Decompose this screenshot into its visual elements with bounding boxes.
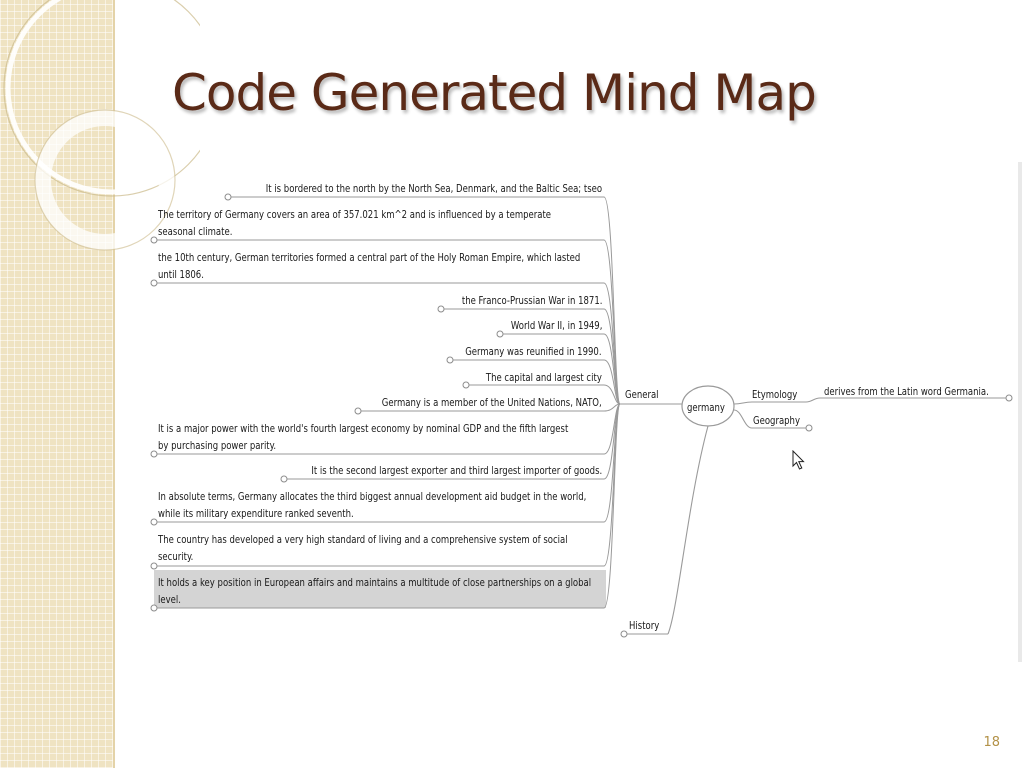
history-branch[interactable]: History	[629, 619, 660, 632]
decorative-rings	[3, 0, 200, 251]
note-handle-5	[496, 330, 504, 338]
general-note-8[interactable]: Germany is a member of the United Nation…	[382, 396, 602, 409]
etymology-branch-curve	[733, 401, 753, 405]
general-note-13[interactable]: It holds a key position in European affa…	[158, 576, 592, 606]
history-handle	[620, 630, 628, 638]
general-note-3[interactable]: the 10th century, German territories for…	[158, 251, 581, 281]
note-handle-7	[462, 381, 470, 389]
selected-node-highlight	[154, 570, 606, 608]
note-handle-3	[150, 279, 158, 287]
note-handle-11	[150, 518, 158, 526]
note-connector-6	[603, 359, 621, 405]
etymology-note-handle	[1005, 394, 1013, 402]
general-note-12[interactable]: The country has developed a very high st…	[158, 533, 568, 563]
geography-branch-curve	[733, 409, 753, 429]
slide-title: Code Generated Mind Map	[172, 64, 817, 122]
general-note-10[interactable]: It is the second largest exporter and th…	[311, 464, 602, 477]
etymology-note[interactable]: derives from the Latin word Germania.	[824, 385, 989, 398]
note-connector-13	[603, 403, 621, 609]
general-note-1[interactable]: It is bordered to the north by the North…	[265, 182, 602, 195]
mind-map: It is bordered to the north by the North…	[148, 170, 1024, 640]
note-handle-4	[437, 305, 445, 313]
general-note-6[interactable]: Germany was reunified in 1990.	[465, 345, 602, 358]
general-note-7[interactable]: The capital and largest city	[486, 371, 602, 384]
page-number: 18	[983, 735, 1000, 750]
center-node[interactable]: germany	[687, 401, 725, 414]
note-connector-7	[603, 384, 621, 405]
note-handle-13	[150, 604, 158, 612]
note-handle-6	[446, 356, 454, 364]
general-note-9[interactable]: It is a major power with the world's fou…	[158, 422, 569, 452]
general-note-2[interactable]: The territory of Germany covers an area …	[158, 208, 552, 238]
general-branch[interactable]: General	[625, 388, 659, 401]
decorative-band	[0, 0, 114, 768]
note-handle-2	[150, 236, 158, 244]
history-branch-curve	[667, 425, 709, 635]
general-note-4[interactable]: the Franco-Prussian War in 1871.	[461, 294, 602, 307]
geography-branch[interactable]: Geography	[753, 414, 800, 427]
note-handle-9	[150, 450, 158, 458]
note-handle-12	[150, 562, 158, 570]
mind-map-connectors	[150, 193, 1013, 638]
note-handle-10	[280, 475, 288, 483]
geography-handle	[805, 424, 813, 432]
general-note-5[interactable]: World War II, in 1949,	[510, 319, 602, 332]
mouse-cursor-icon	[792, 450, 805, 470]
etymology-branch[interactable]: Etymology	[752, 388, 798, 401]
etymology-note-connector	[805, 397, 821, 403]
general-note-11[interactable]: In absolute terms, Germany allocates the…	[158, 490, 587, 520]
note-handle-8	[354, 407, 362, 415]
band-edge	[113, 0, 115, 768]
scroll-edge	[1018, 162, 1022, 662]
note-handle-1	[224, 193, 232, 201]
